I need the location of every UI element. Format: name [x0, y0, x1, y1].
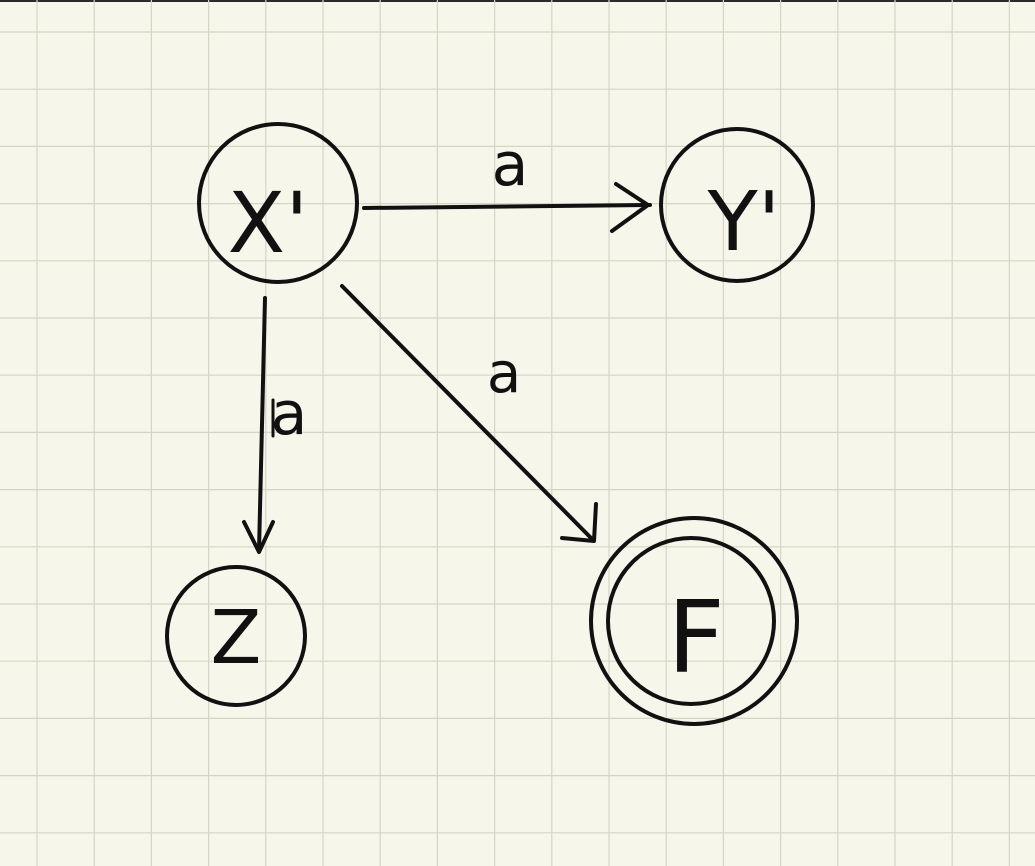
state-z-label: Z [211, 595, 262, 681]
state-f: F [589, 516, 799, 726]
state-x: X' [197, 122, 359, 284]
state-f-label: F [667, 579, 725, 696]
state-f-outer-circle [589, 516, 799, 726]
state-f-inner-circle [606, 536, 776, 706]
transition-x-z-arrowhead [242, 520, 275, 554]
state-y-circle [659, 127, 815, 283]
transition-x-y-line [362, 203, 652, 210]
transition-x-f-symbol: a [487, 341, 521, 406]
transition-x-z: a [242, 296, 308, 554]
transition-x-y-arrowhead [610, 182, 650, 233]
state-x-circle [197, 122, 359, 284]
transition-x-y: a [362, 130, 652, 233]
state-y-label: Y' [707, 175, 781, 270]
state-z: Z [165, 565, 307, 707]
transition-x-f-arrowhead [560, 502, 598, 543]
transition-x-z-symbol: a [271, 379, 308, 449]
state-y: Y' [659, 127, 815, 283]
top-border [0, 0, 1035, 2]
transition-x-y-symbol: a [492, 130, 529, 200]
transition-x-f: a [340, 284, 598, 543]
transition-x-f-line [340, 284, 595, 542]
transition-x-z-line [257, 296, 267, 553]
state-x-label: X' [228, 174, 309, 272]
state-z-circle [165, 565, 307, 707]
